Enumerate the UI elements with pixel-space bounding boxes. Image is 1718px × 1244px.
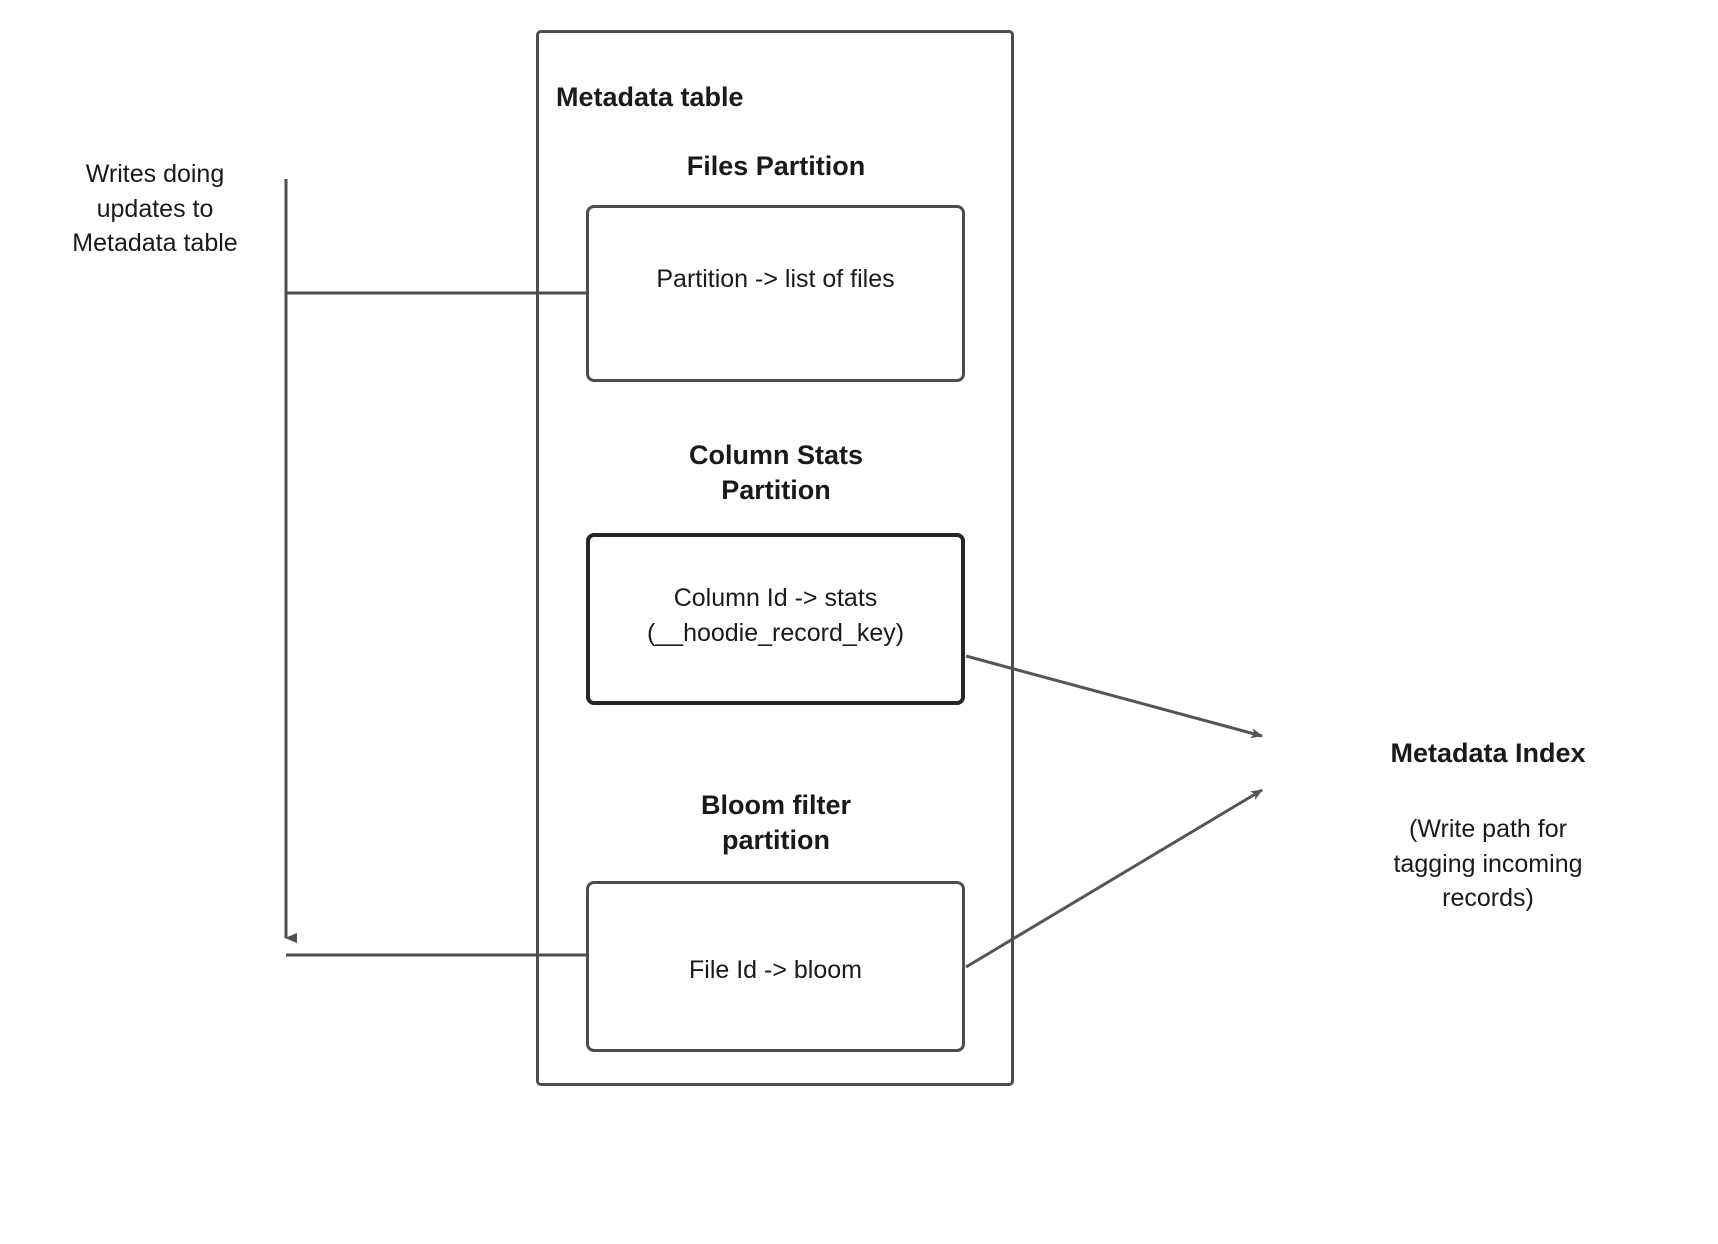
metadata-table-container [536,30,1014,1086]
files-partition-heading: Files Partition [686,151,866,181]
files-partition-box: Partition -> list of files [586,205,965,382]
files-partition-box-label: Partition -> list of files [656,265,895,293]
metadata-table-title: Metadata table [556,82,744,112]
writes-doing-updates-annotation: Writes doing updates to Metadata table [72,160,238,257]
bloom-filter-partition-heading: Bloom filter partition [700,790,851,856]
bloom-filter-partition-box-label: File Id -> bloom [689,956,862,984]
column-stats-partition-box-label: Column Id -> stats (__hoodie_record_key) [646,584,905,647]
bloom-filter-partition-box: File Id -> bloom [586,881,965,1052]
metadata-index-note: (Write path for tagging incoming records… [1393,815,1583,912]
column-stats-partition-box: Column Id -> stats (__hoodie_record_key) [586,533,965,705]
metadata-index-title: Metadata Index [1390,738,1586,768]
column-stats-partition-heading: Column Stats Partition [688,440,863,506]
